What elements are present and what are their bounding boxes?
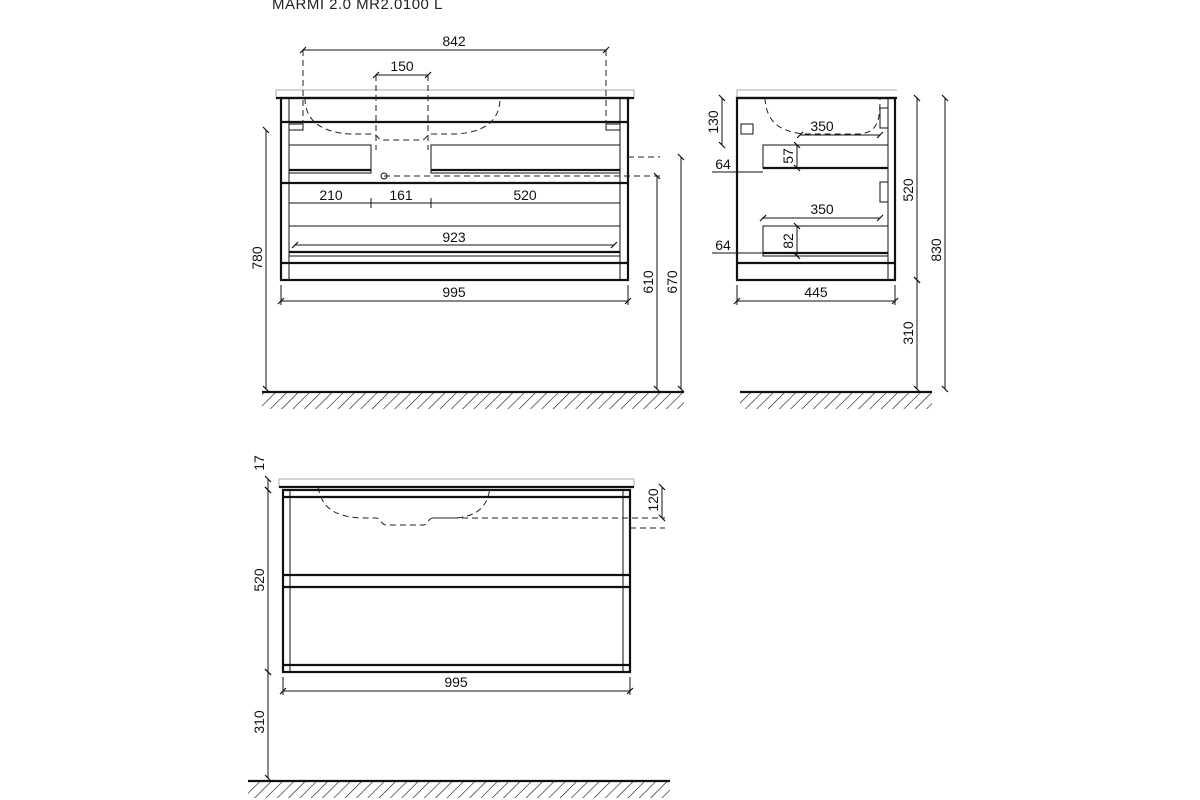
dim-520: 520 — [513, 187, 537, 203]
dim-120: 120 — [645, 488, 661, 512]
dim-520-side: 520 — [900, 178, 916, 202]
dim-995-bottom: 995 — [444, 674, 468, 690]
bottom-view: 17 120 520 995 310 — [248, 455, 670, 798]
dim-57: 57 — [780, 148, 796, 164]
dim-780: 780 — [249, 246, 265, 270]
dim-830: 830 — [928, 238, 944, 262]
dim-923: 923 — [442, 229, 466, 245]
dim-995: 995 — [442, 284, 466, 300]
dim-82: 82 — [780, 233, 796, 249]
dim-64-top: 64 — [715, 156, 731, 172]
dim-670: 670 — [664, 270, 680, 294]
dim-350-top: 350 — [810, 118, 834, 134]
drawing-title: MARMI 2.0 MR2.0100 L — [272, 0, 443, 13]
dim-310-side: 310 — [900, 321, 916, 345]
dim-842: 842 — [442, 33, 466, 49]
dim-161: 161 — [389, 187, 413, 203]
dim-350-bottom: 350 — [810, 201, 834, 217]
dim-64-bottom: 64 — [715, 237, 731, 253]
side-view: 130 350 57 64 350 82 64 445 520 310 830 — [705, 89, 949, 409]
dim-445: 445 — [804, 284, 828, 300]
front-view: 842 150 210 161 520 923 995 780 610 670 — [249, 33, 685, 409]
dim-150: 150 — [390, 58, 414, 74]
dim-610: 610 — [640, 270, 656, 294]
dim-310-bottom: 310 — [251, 710, 267, 734]
dim-130: 130 — [705, 110, 721, 134]
dim-210: 210 — [319, 187, 343, 203]
dim-520-bottom: 520 — [251, 568, 267, 592]
dim-17: 17 — [251, 455, 267, 471]
